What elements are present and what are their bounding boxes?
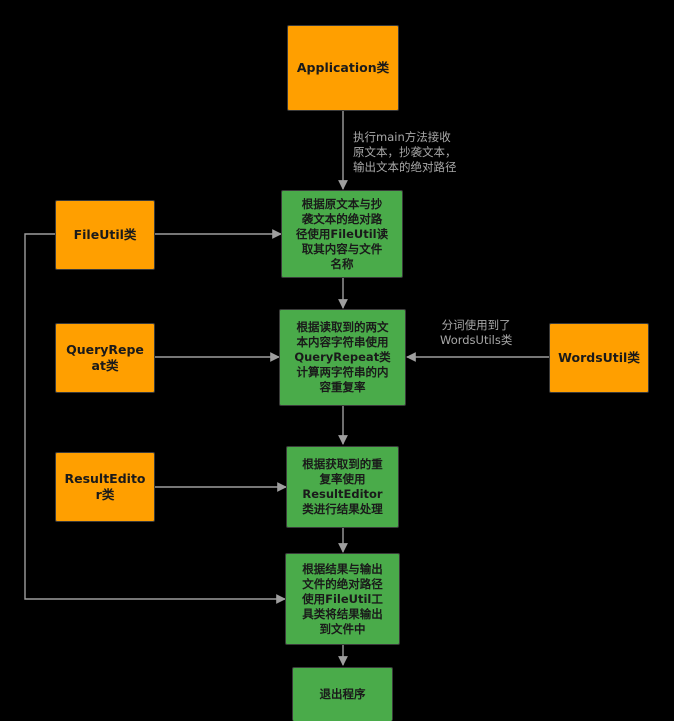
wordsutil-class-node: WordsUtil类 — [549, 323, 649, 393]
read-files-step: 根据原文本与抄 袭文本的绝对路 径使用FileUtil读 取其内容与文件 名称 — [281, 190, 403, 278]
process-result-step: 根据获取到的重 复率使用 ResultEditor 类进行结果处理 — [286, 446, 399, 528]
fileutil-class-node: FileUtil类 — [55, 200, 155, 270]
main-method-edge-label: 执行main方法接收 原文本，抄袭文本， 输出文本的绝对路径 — [353, 130, 457, 174]
queryrepeat-class-node: QueryRepe at类 — [55, 323, 155, 393]
exit-program-step: 退出程序 — [292, 667, 393, 721]
words-util-edge-label: 分词使用到了 WordsUtils类 — [440, 318, 513, 347]
compute-repeat-step: 根据读取到的两文 本内容字符串使用 QueryRepeat类 计算两字符串的内 … — [279, 309, 406, 406]
resulteditor-class-node: ResultEdito r类 — [55, 452, 155, 522]
edge-fileutil-to-output — [24, 233, 286, 604]
output-result-step: 根据结果与输出 文件的绝对路径 使用FileUtil工 具类将结果输出 到文件中 — [285, 553, 400, 645]
application-class-node: Application类 — [287, 25, 399, 111]
